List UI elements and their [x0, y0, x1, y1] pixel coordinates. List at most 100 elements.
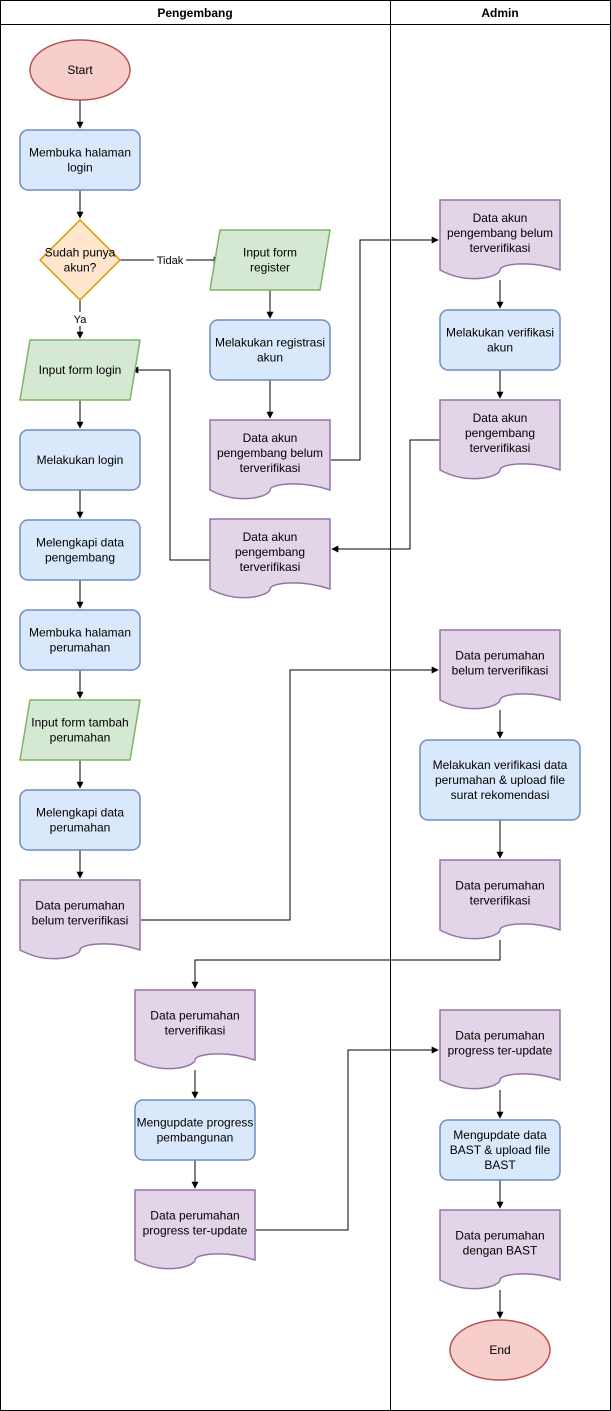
node-label: Sudah punya — [45, 246, 116, 260]
node-label: progress ter-update — [448, 1044, 553, 1058]
shape-update-progress — [134, 1099, 256, 1161]
node-label: Data perumahan — [455, 1029, 544, 1043]
node-label: Mengupdate progress — [137, 1116, 254, 1130]
node-label: Data akun — [473, 211, 528, 225]
shape-doc-progress-left — [134, 1189, 256, 1270]
edge-verified-doc-to-dev — [331, 439, 440, 553]
node-label: pengembang — [45, 551, 115, 565]
shape-verify-account — [439, 309, 561, 371]
edge-label-no: Tidak — [154, 253, 186, 267]
lane-title-pengembang: Pengembang — [157, 6, 232, 20]
node-label: perumahan — [50, 731, 111, 745]
shape-do-register — [209, 319, 331, 381]
node-label: pengembang — [465, 426, 535, 440]
node-label: Data perumahan — [455, 879, 544, 893]
node-label: terverifikasi — [470, 241, 531, 255]
shape-doc-housing-unverified-left — [19, 879, 141, 960]
node-label: Membuka halaman — [29, 146, 131, 160]
edge-label-no-text: Tidak — [157, 255, 184, 267]
node-label: Membuka halaman — [29, 626, 131, 640]
shape-open-housing — [19, 609, 141, 671]
node-label: perumahan — [50, 641, 111, 655]
node-label: akun — [487, 341, 513, 355]
shape-complete-dev — [19, 519, 141, 581]
node-label: akun — [257, 351, 283, 365]
shape-open-login — [19, 129, 141, 191]
shape-doc-bast — [439, 1209, 561, 1290]
shape-input-login — [19, 339, 141, 401]
shape-doc-unverified-left — [209, 419, 331, 500]
shape-do-login — [19, 429, 141, 491]
node-label: belum terverifikasi — [32, 914, 129, 928]
node-label: Melengkapi data — [36, 806, 124, 820]
node-label: Data akun — [243, 530, 298, 544]
node-label: pembangunan — [157, 1131, 234, 1145]
shape-has-account — [39, 219, 121, 301]
node-label: Melakukan verifikasi data — [433, 758, 568, 772]
node-label: terverifikasi — [470, 441, 531, 455]
node-label: terverifikasi — [240, 560, 301, 574]
node-label: Data akun — [243, 431, 298, 445]
shape-end — [449, 1319, 551, 1381]
edge-verified-doc-to-login-form — [131, 366, 210, 561]
node-label: Melakukan registrasi — [215, 336, 325, 350]
node-input-login-io-parallelogram: Input form login — [19, 339, 141, 401]
shape-doc-unverified-right — [439, 199, 561, 280]
shape-doc-verified-left — [209, 518, 331, 599]
edge-progress-doc-to-admin — [256, 1046, 439, 1231]
shape-input-register — [209, 229, 331, 291]
node-label: register — [250, 261, 290, 275]
edge-label-yes-text: Ya — [74, 314, 88, 326]
node-label: Data akun — [473, 411, 528, 425]
node-label: Input form — [243, 246, 297, 260]
node-label: Data perumahan — [35, 899, 124, 913]
shape-start — [29, 39, 131, 101]
edge-label-yes: Ya — [72, 312, 88, 326]
node-label: pengembang belum — [217, 446, 323, 460]
shape-doc-verified-right — [439, 399, 561, 480]
shape-update-bast — [439, 1119, 561, 1181]
shape-input-add-housing — [19, 699, 141, 761]
node-do-login-process-box: Melakukan login — [19, 429, 141, 491]
node-label: terverifikasi — [470, 894, 531, 908]
edge-unverified-doc-to-admin — [331, 236, 439, 461]
node-label: Data perumahan — [150, 1009, 239, 1023]
node-label: Data perumahan — [150, 1209, 239, 1223]
node-label: surat rekomendasi — [451, 788, 550, 802]
shape-doc-housing-unverified-right — [439, 629, 561, 710]
node-label: akun? — [64, 261, 97, 275]
node-label: login — [67, 161, 92, 175]
node-label: pengembang belum — [447, 226, 553, 240]
node-label: progress ter-update — [143, 1224, 248, 1238]
node-label: Data perumahan — [455, 649, 544, 663]
shape-doc-housing-verified-left — [134, 989, 256, 1070]
node-label: dengan BAST — [463, 1244, 538, 1258]
node-label: Data perumahan — [455, 1229, 544, 1243]
shape-complete-housing — [19, 789, 141, 851]
node-label: Mengupdate data — [453, 1128, 547, 1142]
node-start-terminal: Start — [29, 39, 131, 101]
node-label: Melakukan login — [37, 453, 124, 467]
node-label: Melengkapi data — [36, 536, 124, 550]
node-label: belum terverifikasi — [452, 664, 549, 678]
shape-doc-housing-verified-right — [439, 859, 561, 940]
